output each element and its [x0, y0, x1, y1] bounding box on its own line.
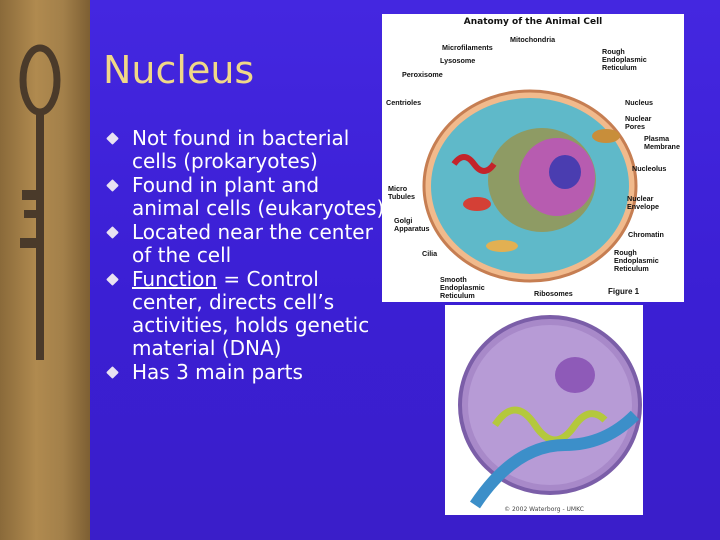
key-icon — [19, 44, 61, 360]
nucleus-image — [458, 315, 642, 509]
bullet-list: Not found in bacterial cells (prokaryote… — [106, 126, 393, 385]
bullet-text: Has 3 main parts — [132, 360, 303, 384]
bullet-text: Not found in bacterial cells (prokaryote… — [132, 126, 350, 173]
bullet-text: Located near the center of the cell — [132, 220, 373, 267]
bullet-function-word: Function — [132, 267, 218, 291]
label-nucleus: Nucleus — [625, 98, 653, 107]
diagram-title: Anatomy of the Animal Cell — [463, 17, 603, 27]
bullet-text: Found in plant and animal cells (eukaryo… — [132, 173, 385, 220]
label-nuclear-envelope: Nuclear Envelope — [627, 194, 659, 211]
label-chromatin: Chromatin — [628, 230, 664, 239]
label-centrioles: Centrioles — [386, 98, 422, 107]
diamond-bullet-icon — [106, 179, 119, 192]
label-rough-er: Rough Endoplasmic Reticulum — [602, 47, 647, 72]
bullet-item: Function = Control center, directs cell’… — [106, 267, 393, 360]
animal-cell-diagram: Anatomy of the Animal Cell Mitochondria … — [382, 14, 684, 302]
nucleus-illustration: © 2002 Waterborg - UMKC — [445, 305, 643, 515]
label-peroxisome: Peroxisome — [402, 70, 443, 79]
label-micro-tubules: Micro Tubules — [388, 184, 416, 201]
label-nuclear-pores: Nuclear Pores — [625, 114, 652, 131]
slide-title: Nucleus — [103, 48, 255, 92]
label-mitochondria: Mitochondria — [510, 35, 556, 44]
bullet-item: Located near the center of the cell — [106, 220, 393, 267]
bullet-item: Has 3 main parts — [106, 360, 393, 384]
bullet-item: Not found in bacterial cells (prokaryote… — [106, 126, 393, 173]
diamond-bullet-icon — [106, 366, 119, 379]
image-copyright: © 2002 Waterborg - UMKC — [504, 506, 584, 513]
label-smooth-er: Smooth Endoplasmic Reticulum — [440, 275, 485, 300]
label-ribosomes: Ribosomes — [534, 289, 573, 298]
cell-illustration — [422, 89, 638, 283]
bullet-item: Found in plant and animal cells (eukaryo… — [106, 173, 393, 220]
bullet-text: = Control center, directs cell’s activit… — [132, 267, 370, 360]
diamond-bullet-icon — [106, 132, 119, 145]
key-image — [0, 0, 90, 540]
label-figure: Figure 1 — [608, 287, 640, 296]
label-lysosome: Lysosome — [440, 56, 476, 65]
label-plasma-membrane: Plasma Membrane — [644, 134, 680, 151]
label-rough-er-2: Rough Endoplasmic Reticulum — [614, 248, 659, 273]
diamond-bullet-icon — [106, 226, 119, 239]
diamond-bullet-icon — [106, 273, 119, 286]
label-nucleolus: Nucleolus — [632, 164, 667, 173]
label-cilia: Cilia — [422, 249, 438, 258]
label-microfilaments: Microfilaments — [442, 43, 493, 52]
label-golgi-apparatus: Golgi Apparatus — [394, 216, 430, 233]
